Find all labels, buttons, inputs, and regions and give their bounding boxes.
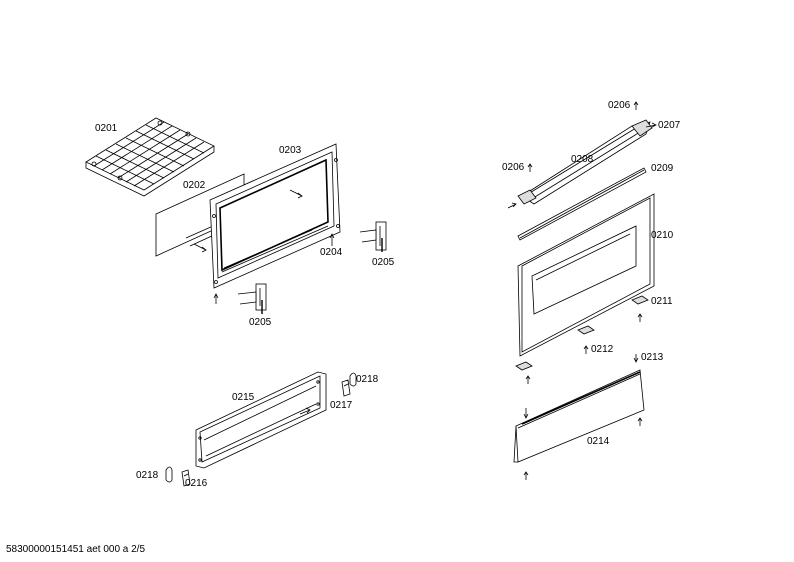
hinge-0205-lower <box>237 283 267 314</box>
handle-bar-0208 <box>517 119 653 205</box>
clip-0216 <box>181 469 191 487</box>
arrow-0214-c <box>523 471 529 480</box>
arrow-0203-bottom <box>213 293 219 304</box>
arrow-0204 <box>329 233 335 246</box>
door-strip-0214 <box>513 369 645 463</box>
callout-0202: 0202 <box>183 180 206 191</box>
clip-0217 <box>341 379 351 397</box>
callout-0205-lower: 0205 <box>249 317 272 328</box>
callout-0207: 0207 <box>658 120 681 131</box>
callout-0210: 0210 <box>651 230 674 241</box>
door-frame-0203 <box>193 143 341 289</box>
oven-rack-0201 <box>85 117 215 197</box>
callout-0206-top: 0206 <box>608 100 631 111</box>
callout-0201: 0201 <box>95 123 118 134</box>
arrow-0214-a <box>523 408 529 419</box>
clip-0212 <box>577 325 595 354</box>
callout-0206-left: 0206 <box>502 162 525 173</box>
callout-0205-right: 0205 <box>372 257 395 268</box>
arrow-0207 <box>645 122 657 128</box>
callout-0204: 0204 <box>320 247 343 258</box>
arrow-0213 <box>633 354 639 363</box>
callout-0209: 0209 <box>651 163 674 174</box>
clip-0213 <box>515 361 533 384</box>
callout-0213: 0213 <box>641 352 664 363</box>
lower-frame-0215 <box>195 371 327 469</box>
callout-0214: 0214 <box>587 436 610 447</box>
callout-0212: 0212 <box>591 344 614 355</box>
door-panel-0210 <box>517 193 655 357</box>
callout-0217: 0217 <box>330 400 353 411</box>
callout-0218-left: 0218 <box>136 470 159 481</box>
document-id-footer: 58300000151451 aet 000 a 2/5 <box>6 544 146 555</box>
callout-0211: 0211 <box>651 296 673 307</box>
callout-0208: 0208 <box>571 154 594 165</box>
trim-strip-0209 <box>517 167 647 241</box>
arrow-0208-left <box>507 202 517 209</box>
arrow-0214-b <box>637 417 643 426</box>
clip-0218-left <box>165 466 173 483</box>
callout-0215: 0215 <box>232 392 255 403</box>
callout-0216: 0216 <box>185 478 208 489</box>
callout-0218-right: 0218 <box>356 374 379 385</box>
arrow-0206-top <box>633 101 639 110</box>
hinge-0205-right <box>359 221 387 252</box>
callout-0203: 0203 <box>279 145 302 156</box>
clip-0218-right <box>349 372 357 387</box>
clip-0211 <box>631 295 649 322</box>
arrow-0206-left <box>527 163 533 172</box>
